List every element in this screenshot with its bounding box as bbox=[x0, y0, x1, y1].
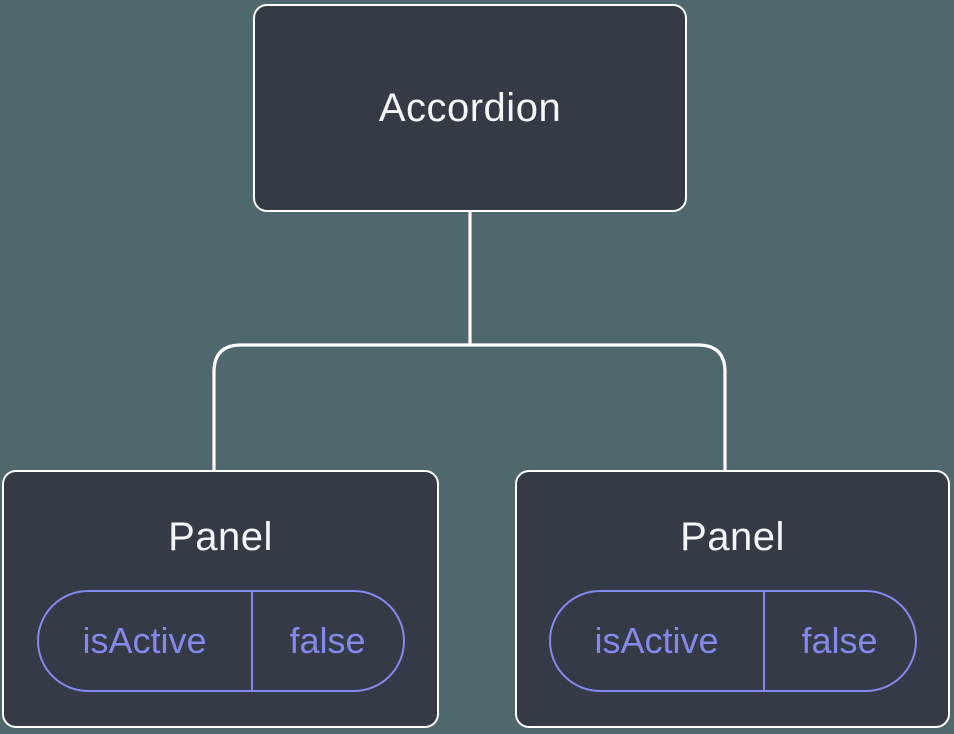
prop-name-label: isActive bbox=[39, 592, 253, 690]
node-accordion: Accordion bbox=[253, 4, 687, 212]
node-panel-right: Panel isActive false bbox=[515, 470, 950, 728]
node-panel-left: Panel isActive false bbox=[2, 470, 439, 728]
node-panel-left-label: Panel bbox=[168, 515, 273, 559]
prop-value-label: false bbox=[801, 620, 878, 661]
prop-name-label: isActive bbox=[551, 592, 765, 690]
prop-pill-isactive-right: isActive false bbox=[548, 590, 917, 692]
node-accordion-label: Accordion bbox=[378, 86, 562, 130]
connector-branch-bracket bbox=[212, 343, 727, 472]
prop-pill-isactive-left: isActive false bbox=[36, 590, 405, 692]
node-panel-right-label: Panel bbox=[680, 515, 785, 559]
prop-value-label: false bbox=[289, 620, 366, 661]
